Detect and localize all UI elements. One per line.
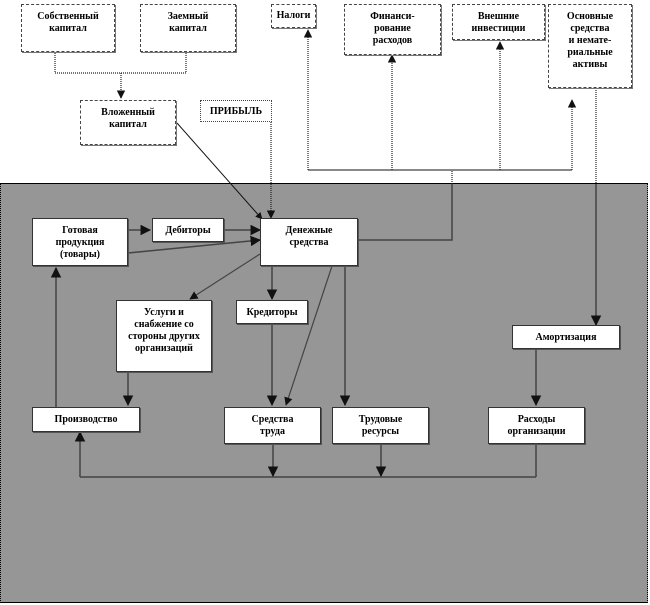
node-debtors: Дебиторы: [152, 218, 224, 242]
node-means-of-labor: Средства труда: [224, 407, 321, 444]
node-borrowed-capital: Заемный капитал: [140, 4, 236, 52]
node-org-expenses: Расходы организации: [488, 407, 585, 444]
node-finished-goods: Готовая продукция (товары): [32, 218, 128, 266]
node-fixed-assets: Основные средства и немате- риальные акт…: [548, 4, 632, 88]
node-depreciation: Амортизация: [512, 325, 620, 349]
node-external-investments: Внешние инвестиции: [452, 4, 545, 40]
node-production: Производство: [32, 407, 140, 432]
connector-cash-to-means-diag: [284, 265, 333, 406]
connector-goods-to-cash: [127, 235, 262, 254]
node-creditors: Кредиторы: [236, 300, 308, 324]
node-profit: ПРИБЫЛЬ: [200, 100, 272, 122]
node-taxes: Налоги: [271, 4, 316, 28]
node-services: Услуги и снабжение со стороны других орг…: [116, 300, 212, 372]
node-cash: Денежные средства: [260, 218, 358, 266]
connector-cash-out: [358, 184, 453, 241]
connector-cash-to-services: [189, 253, 261, 300]
node-financing-expenses: Финанси- рование расходов: [344, 4, 441, 55]
connector-invested-to-cash: [176, 122, 263, 220]
node-own-capital: Собственный капитал: [21, 4, 115, 52]
node-invested-capital: Вложенный капитал: [80, 100, 176, 145]
connector-own-to-invested: [54, 51, 187, 74]
node-labor-resources: Трудовые ресурсы: [332, 407, 429, 444]
